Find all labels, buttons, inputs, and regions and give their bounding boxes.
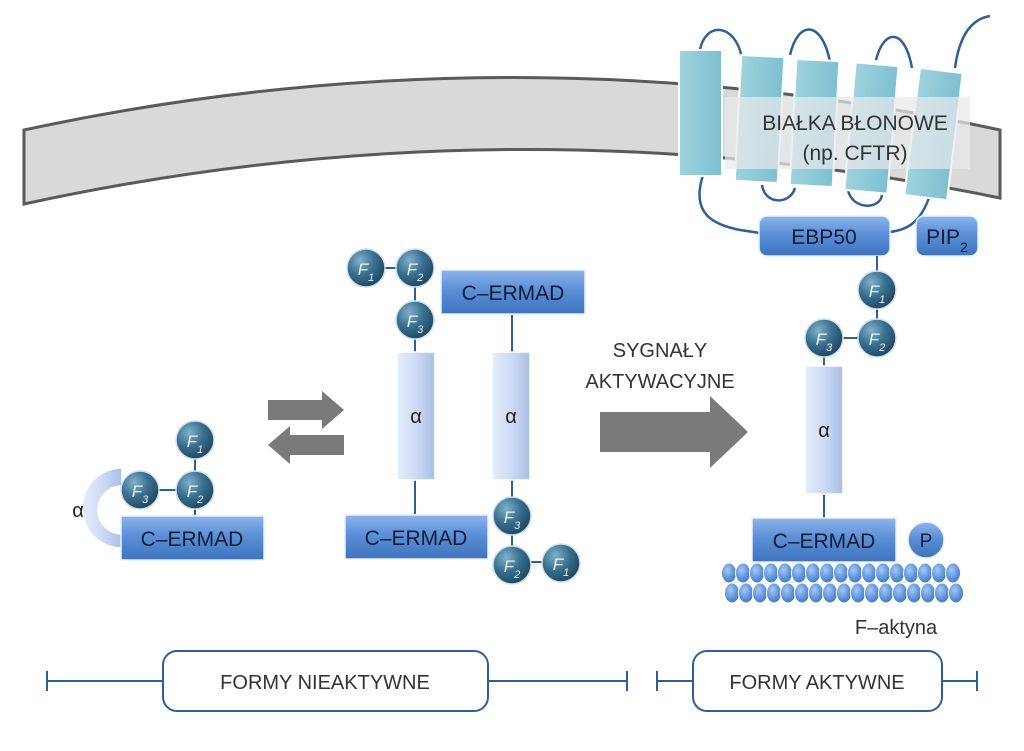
actin-monomer bbox=[931, 562, 947, 584]
f3-domain-dimer-bottom: F3 bbox=[492, 496, 532, 536]
svg-text:P: P bbox=[920, 531, 933, 552]
cermad-label-dimer-bottom: C–ERMAD bbox=[365, 527, 468, 550]
inactive-dimer: C–ERMAD α α C–ERMAD F1 F2 F3 F3 F2 F1 bbox=[344, 248, 586, 585]
actin-monomer bbox=[735, 562, 751, 584]
svg-text:F2: F2 bbox=[407, 260, 424, 284]
svg-text:F2: F2 bbox=[869, 330, 886, 354]
f2-domain-dimer-bottom: F2 bbox=[492, 545, 532, 585]
svg-text:F3: F3 bbox=[816, 330, 833, 354]
cermad-label-active: C–ERMAD bbox=[773, 530, 876, 553]
svg-text:F3: F3 bbox=[504, 508, 521, 532]
actin-monomer bbox=[749, 562, 765, 584]
actin-monomer bbox=[850, 582, 866, 604]
cermad-box-dimer-top bbox=[440, 269, 586, 315]
f2-domain-inactive: F2 bbox=[175, 470, 215, 510]
actin-monomer bbox=[861, 562, 877, 584]
f1-domain-dimer-bottom: F1 bbox=[541, 543, 581, 583]
f2-domain-dimer-top: F2 bbox=[395, 248, 435, 288]
alpha-box-dimer-left bbox=[396, 351, 436, 481]
actin-monomer bbox=[791, 562, 807, 584]
f-actin-filament bbox=[721, 562, 964, 604]
actin-monomer bbox=[864, 582, 880, 604]
f1-domain-active: F1 bbox=[857, 270, 897, 310]
phosphate-group: P bbox=[907, 521, 945, 559]
actin-monomer bbox=[847, 562, 863, 584]
actin-monomer bbox=[903, 562, 919, 584]
actin-monomer bbox=[875, 562, 891, 584]
svg-text:F1: F1 bbox=[187, 432, 204, 456]
membrane-proteins-label-line2: (np. CFTR) bbox=[803, 142, 908, 165]
svg-text:F1: F1 bbox=[358, 260, 375, 284]
svg-text:F3: F3 bbox=[132, 482, 149, 506]
active-forms-label: FORMY AKTYWNE bbox=[729, 672, 904, 694]
inactive-forms-label: FORMY NIEAKTYWNE bbox=[220, 672, 430, 694]
cermad-box-active bbox=[751, 517, 897, 563]
cermad-box-dimer-bottom bbox=[344, 514, 489, 560]
actin-monomer bbox=[752, 582, 768, 604]
actin-monomer bbox=[808, 582, 824, 604]
active-ezrin: F1 F3 F2 α C–ERMAD P bbox=[751, 256, 945, 563]
alpha-hook bbox=[81, 467, 123, 549]
signals-label-line1: SYGNAŁY bbox=[613, 340, 707, 362]
activation-arrow bbox=[600, 396, 748, 468]
inactive-monomer: α C–ERMAD F1 F3 F2 bbox=[72, 420, 265, 561]
actin-monomer bbox=[805, 562, 821, 584]
actin-monomer bbox=[721, 562, 737, 584]
actin-monomer bbox=[948, 582, 964, 604]
f3-domain-dimer-top: F3 bbox=[395, 300, 435, 340]
actin-monomer bbox=[794, 582, 810, 604]
ebp50-box bbox=[758, 215, 891, 257]
inactive-forms-bracket bbox=[46, 650, 628, 712]
svg-text:F1: F1 bbox=[553, 555, 570, 579]
actin-monomer bbox=[920, 582, 936, 604]
pip2-box bbox=[915, 215, 979, 257]
cermad-label-dimer-top: C–ERMAD bbox=[462, 282, 565, 305]
f1-domain-dimer-top: F1 bbox=[346, 248, 386, 288]
actin-monomer bbox=[777, 562, 793, 584]
svg-text:F1: F1 bbox=[869, 282, 886, 306]
actin-monomer bbox=[934, 582, 950, 604]
actin-monomer bbox=[822, 582, 838, 604]
f1-domain-inactive: F1 bbox=[175, 420, 215, 460]
f3-domain-inactive: F3 bbox=[120, 470, 160, 510]
actin-monomer bbox=[724, 582, 740, 604]
active-forms-bracket bbox=[656, 650, 978, 712]
actin-monomer bbox=[819, 562, 835, 584]
alpha-box-dimer-right bbox=[491, 351, 531, 481]
actin-monomer bbox=[906, 582, 922, 604]
actin-monomer bbox=[892, 582, 908, 604]
svg-text:F2: F2 bbox=[187, 482, 204, 506]
membrane-proteins-label-line1: BIAŁKA BŁONOWE bbox=[762, 112, 948, 135]
membrane-protein bbox=[678, 14, 991, 235]
alpha-label-active: α bbox=[818, 420, 830, 442]
f2-domain-active: F2 bbox=[857, 318, 897, 358]
equilibrium-arrows bbox=[268, 391, 344, 464]
f3-domain-active: F3 bbox=[804, 318, 844, 358]
actin-monomer bbox=[836, 582, 852, 604]
actin-monomer bbox=[763, 562, 779, 584]
svg-text:F3: F3 bbox=[407, 312, 424, 336]
cermad-box-inactive bbox=[120, 515, 265, 561]
ebp50-label: EBP50 bbox=[791, 226, 856, 249]
f-actin-label: F–aktyna bbox=[855, 617, 938, 639]
cermad-label-inactive: C–ERMAD bbox=[141, 528, 244, 551]
svg-text:F2: F2 bbox=[504, 557, 521, 581]
actin-monomer bbox=[780, 582, 796, 604]
actin-monomer bbox=[917, 562, 933, 584]
pip2-label: PIP2 bbox=[926, 226, 968, 255]
actin-monomer bbox=[878, 582, 894, 604]
actin-monomer bbox=[833, 562, 849, 584]
actin-monomer bbox=[889, 562, 905, 584]
signals-label-line2: AKTYWACYJNE bbox=[585, 371, 734, 393]
alpha-label-dimer-right: α bbox=[505, 406, 517, 428]
actin-monomer bbox=[945, 562, 961, 584]
alpha-box-active bbox=[804, 365, 844, 495]
actin-monomer bbox=[766, 582, 782, 604]
alpha-label-dimer-left: α bbox=[410, 406, 422, 428]
actin-monomer bbox=[738, 582, 754, 604]
alpha-label-inactive: α bbox=[72, 500, 84, 522]
